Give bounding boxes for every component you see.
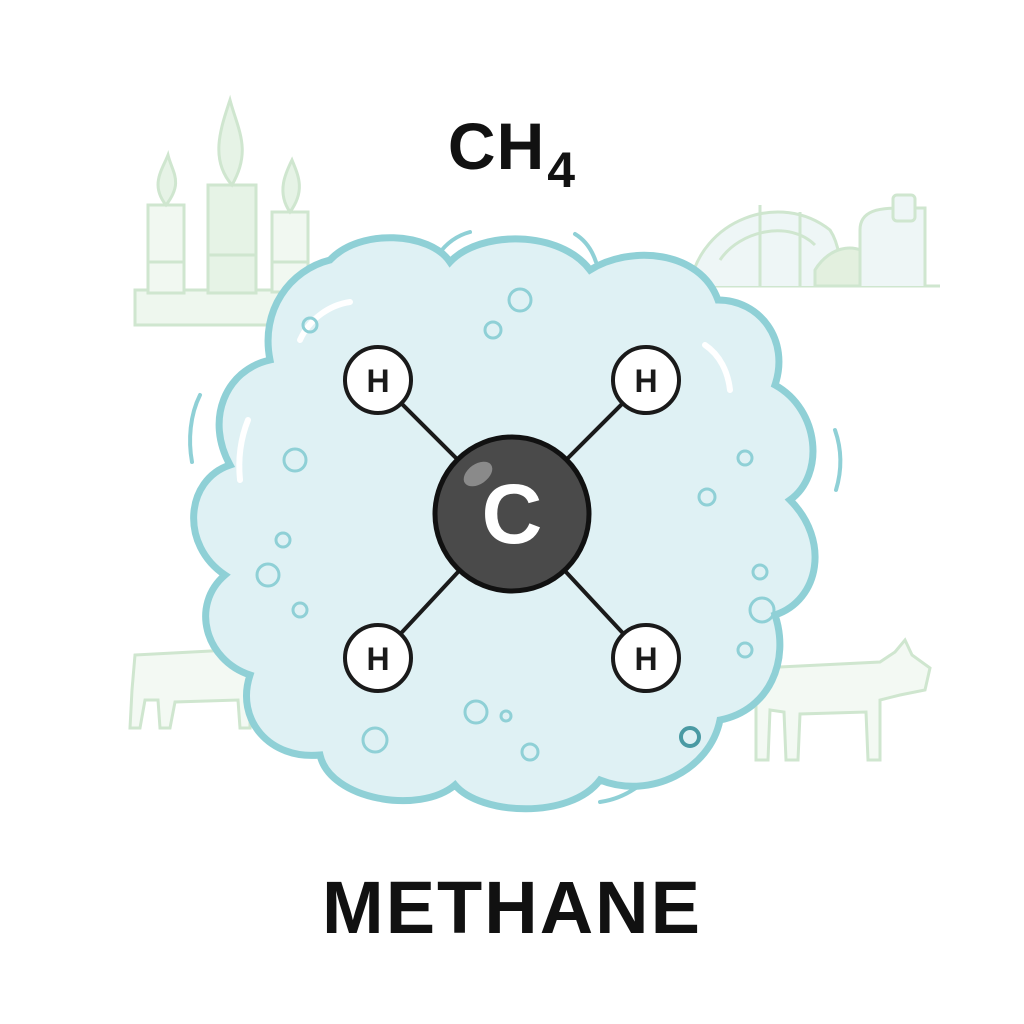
hydrogen-label: H — [634, 641, 657, 677]
molecule-name: METHANE — [322, 866, 702, 949]
hydrogen-atom: H — [611, 623, 681, 693]
chemical-formula: CH4 — [0, 108, 1024, 198]
hydrogen-label: H — [366, 641, 389, 677]
hydrogen-label: H — [634, 363, 657, 399]
bubbles — [255, 287, 776, 762]
cow-icon — [754, 637, 932, 762]
hydrogen-atom: H — [343, 345, 413, 415]
biogas-dome-icon — [688, 193, 940, 288]
carbon-atom: C — [432, 434, 592, 594]
hydrogen-label: H — [366, 363, 389, 399]
hydrogen-atom: H — [343, 623, 413, 693]
formula-subscript: 4 — [547, 142, 577, 198]
carbon-label: C — [482, 467, 543, 561]
hydrogen-atom: H — [611, 345, 681, 415]
formula-main: CH — [447, 109, 546, 183]
